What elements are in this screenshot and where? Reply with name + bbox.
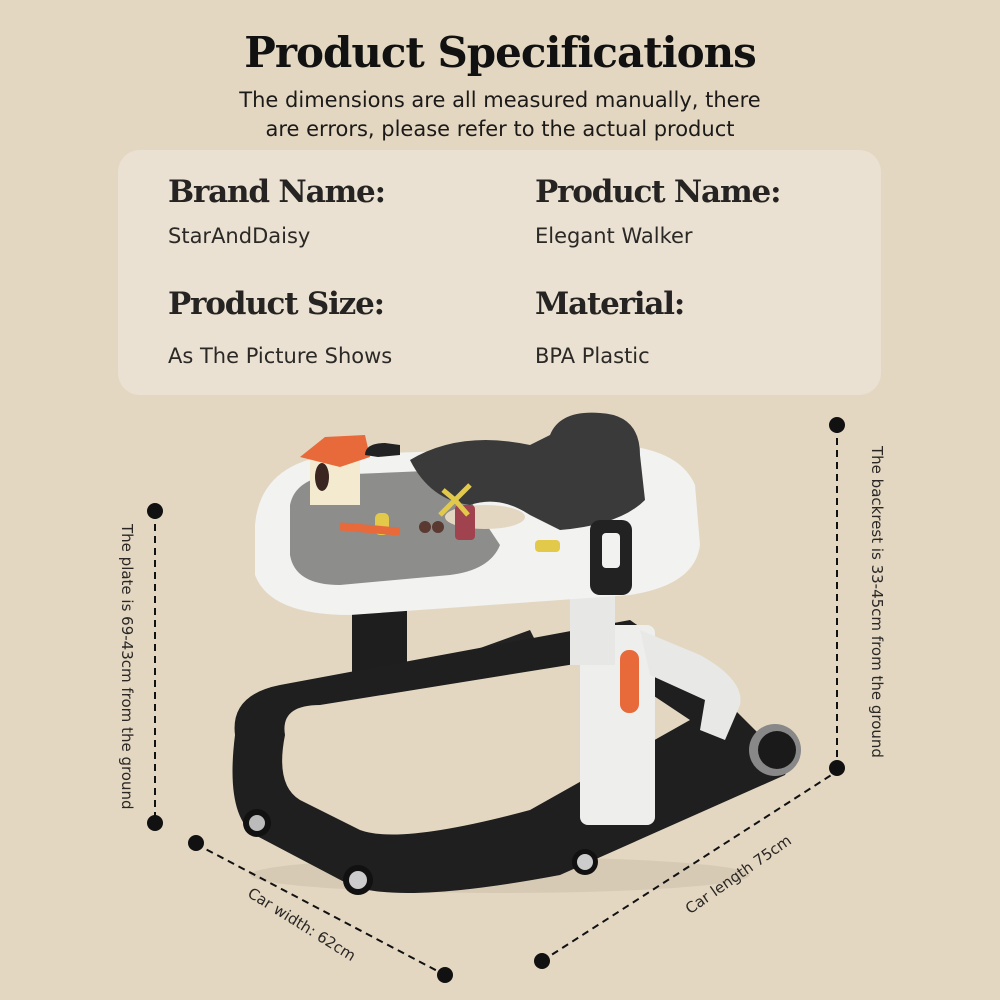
spec-label: Material: <box>535 286 685 322</box>
plate-height-label: The plate is 69-43cm from the ground <box>118 524 136 810</box>
spec-value: As The Picture Shows <box>168 344 393 368</box>
subtitle-line-2: are errors, please refer to the actual p… <box>265 117 735 141</box>
spec-value: BPA Plastic <box>535 344 650 368</box>
dimension-dot <box>534 953 550 969</box>
dimension-dot <box>437 967 453 983</box>
page-title: Product Specifications <box>244 28 757 77</box>
spec-label: Brand Name: <box>168 174 386 210</box>
spec-label: Product Name: <box>535 174 782 210</box>
dimension-dot <box>147 503 163 519</box>
dimension-dot <box>188 835 204 851</box>
dimension-dot <box>147 815 163 831</box>
spec-value: Elegant Walker <box>535 224 693 248</box>
dimension-dot <box>829 417 845 433</box>
spec-label: Product Size: <box>168 286 385 322</box>
backrest-height-label: The backrest is 33-45cm from the ground <box>868 446 886 758</box>
spec-card: Brand Name: StarAndDaisy Product Name: E… <box>118 150 881 395</box>
subtitle: The dimensions are all measured manually… <box>0 86 1000 144</box>
subtitle-line-1: The dimensions are all measured manually… <box>239 88 761 112</box>
spec-value: StarAndDaisy <box>168 224 311 248</box>
spec-material: Material: BPA Plastic <box>535 286 685 368</box>
spec-product-size: Product Size: As The Picture Shows <box>168 286 392 368</box>
spec-product-name: Product Name: Elegant Walker <box>535 174 782 248</box>
dimension-dot <box>829 760 845 776</box>
baby-walker-image <box>232 412 801 895</box>
spec-brand-name: Brand Name: StarAndDaisy <box>168 174 386 248</box>
